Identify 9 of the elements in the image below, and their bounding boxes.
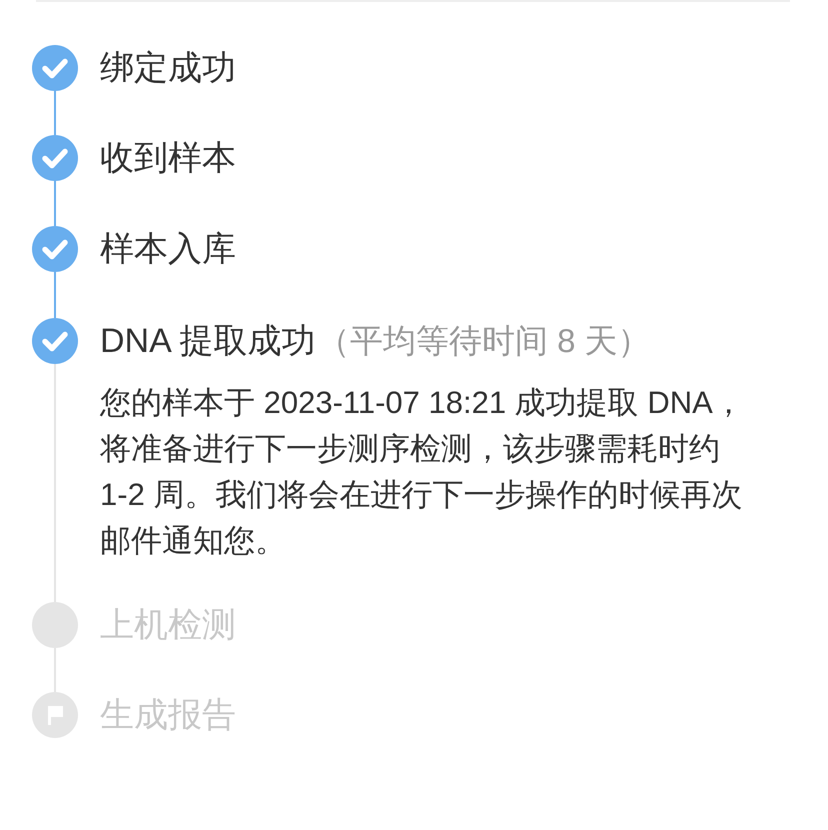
step-title: 收到样本 — [100, 138, 236, 179]
step-title: 样本入库 — [100, 229, 236, 270]
step-title: 绑定成功 — [100, 48, 236, 89]
connector-line — [54, 181, 56, 226]
connector-line — [54, 91, 56, 135]
wait-time-note: （平均等待时间 8 天） — [317, 321, 651, 361]
step-title: DNA 提取成功 — [100, 321, 316, 362]
connector-line — [54, 272, 56, 318]
step-description: 您的样本于 2023-11-07 18:21 成功提取 DNA，将准备进行下一步测序检测，该步骤需耗时约1-2 周。我们将会在进行下一步操作的时候再次邮件通知您。 — [100, 384, 745, 560]
